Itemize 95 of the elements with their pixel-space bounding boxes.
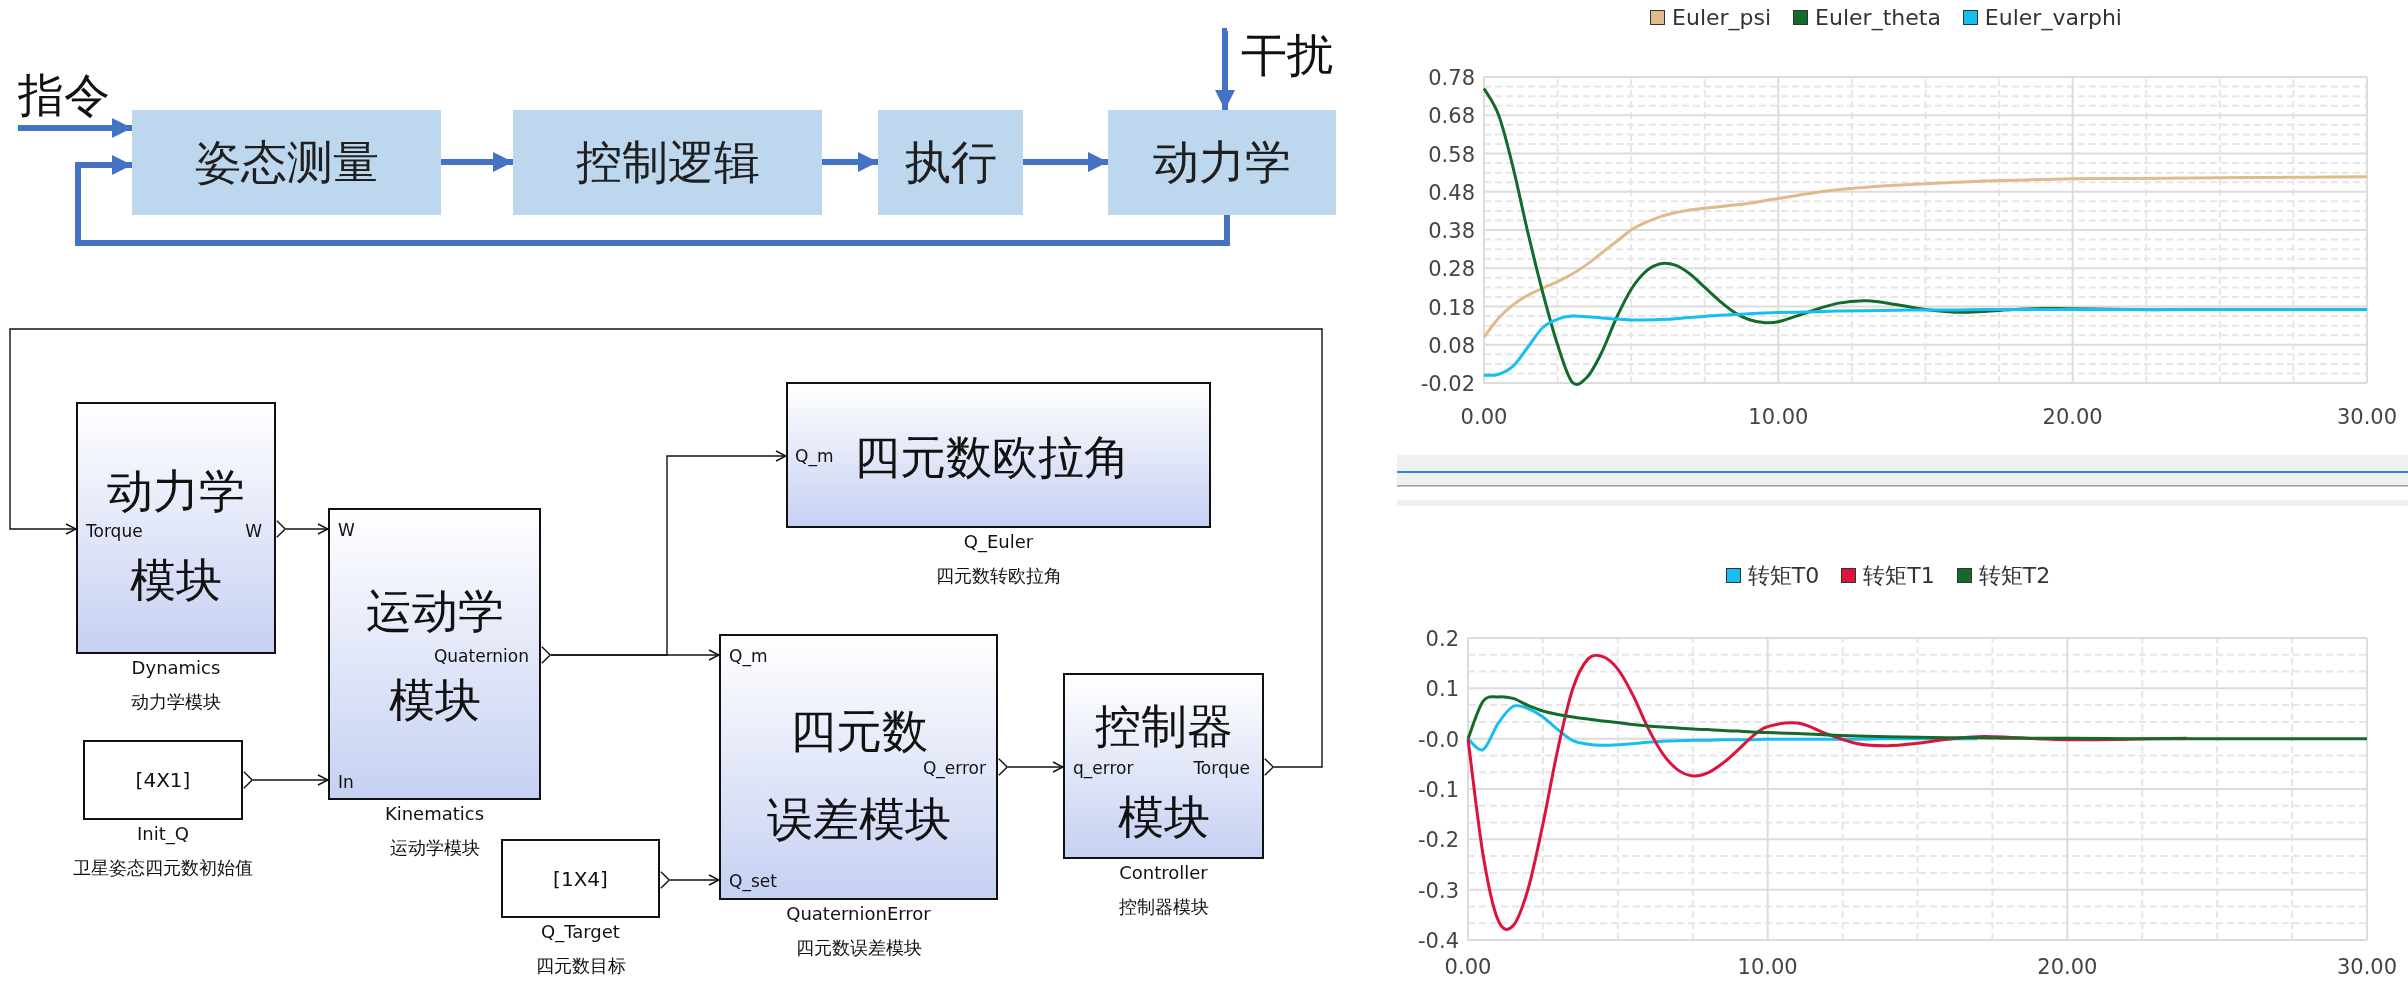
axis-tick-label: -0.4 bbox=[1418, 929, 1459, 953]
legend-label: Euler_psi bbox=[1672, 5, 1772, 31]
axis-tick-label: 0.38 bbox=[1428, 219, 1475, 243]
arrow bbox=[75, 155, 1230, 246]
axis-tick-label: 20.00 bbox=[2037, 955, 2098, 979]
block-caption: 四元数目标 bbox=[535, 955, 626, 977]
arrow bbox=[18, 118, 132, 138]
axis-tick-label: 0.78 bbox=[1428, 66, 1475, 90]
axis-tick-label: 30.00 bbox=[2336, 405, 2398, 429]
block-caption: 四元数转欧拉角 bbox=[935, 565, 1062, 587]
arrow bbox=[285, 523, 329, 535]
port-label: Torque bbox=[86, 522, 143, 542]
arrow bbox=[252, 774, 329, 786]
block-caption: 运动学模块 bbox=[389, 837, 480, 859]
port-label: Q_error bbox=[922, 759, 986, 779]
port-label: Q_set bbox=[729, 872, 777, 892]
process-box bbox=[1108, 110, 1336, 215]
box-label: 控制逻辑 bbox=[575, 136, 760, 189]
axis-tick-label: 10.00 bbox=[1748, 405, 1809, 429]
signal-label: 指令 bbox=[18, 70, 122, 130]
axis-tick-label: -0.02 bbox=[1420, 372, 1475, 396]
function-block bbox=[76, 402, 276, 654]
signal-label: 干扰 bbox=[1227, 24, 1341, 90]
arrow bbox=[822, 152, 878, 172]
block-title: 四元数欧拉角 bbox=[854, 430, 1130, 484]
constant-block bbox=[83, 740, 243, 820]
function-block bbox=[786, 382, 1211, 528]
function-block bbox=[1063, 673, 1264, 859]
axis-tick-label: -0.2 bbox=[1418, 828, 1459, 853]
axis-tick-label: 10.00 bbox=[1737, 955, 1798, 979]
legend-label: 转矩T2 bbox=[1978, 563, 2051, 589]
block-title: 误差模块 bbox=[766, 792, 951, 846]
arrow bbox=[1215, 28, 1235, 110]
block-name-label: Dynamics bbox=[131, 657, 221, 679]
legend-label: Euler_theta bbox=[1815, 5, 1941, 31]
arrow bbox=[1023, 152, 1108, 172]
port-label: q_error bbox=[1073, 759, 1134, 779]
arrow bbox=[441, 152, 513, 172]
axis-tick-label: 30.00 bbox=[2336, 955, 2398, 979]
process-box bbox=[878, 110, 1023, 215]
axis-tick-label: 0.48 bbox=[1428, 180, 1475, 205]
block-name-label: Controller bbox=[1119, 862, 1208, 884]
box-label: 执行 bbox=[904, 136, 997, 189]
axis-tick-label: 0.58 bbox=[1428, 142, 1475, 167]
block-title: 模块 bbox=[1117, 790, 1210, 844]
axis-tick-label: -0.3 bbox=[1418, 878, 1459, 903]
axis-tick-label: 0.08 bbox=[1428, 333, 1475, 358]
arrow bbox=[669, 874, 720, 886]
axis-tick-label: 0.2 bbox=[1425, 627, 1459, 651]
block-name-label: Q_Euler bbox=[963, 531, 1034, 553]
block-value: [1X4] bbox=[553, 867, 608, 891]
port-label: Q_m bbox=[795, 447, 834, 467]
arrow bbox=[550, 649, 720, 661]
port-label: W bbox=[245, 522, 262, 542]
block-title: 运动学 bbox=[365, 584, 504, 638]
function-block bbox=[328, 508, 541, 800]
block-caption: 控制器模块 bbox=[1118, 896, 1209, 918]
axis-tick-label: 0.00 bbox=[1460, 405, 1508, 429]
block-name-label: Init_Q bbox=[137, 823, 189, 845]
block-title: 控制器 bbox=[1094, 699, 1233, 753]
block-value: [4X1] bbox=[135, 768, 191, 792]
block-name-label: Q_Target bbox=[541, 921, 620, 943]
axis-tick-label: -0.1 bbox=[1418, 778, 1459, 802]
port-label: In bbox=[338, 773, 354, 793]
axis-tick-label: -0.0 bbox=[1418, 727, 1459, 752]
block-title: 模块 bbox=[388, 673, 481, 727]
arrow bbox=[9, 328, 1323, 768]
process-box bbox=[132, 110, 441, 215]
axis-tick-label: 0.1 bbox=[1425, 677, 1459, 702]
legend-label: 转矩T1 bbox=[1863, 563, 1935, 589]
port-label: W bbox=[338, 521, 355, 541]
box-label: 动力学 bbox=[1153, 136, 1291, 189]
port-label: Quaternion bbox=[433, 647, 529, 667]
block-title: 四元数 bbox=[789, 704, 928, 758]
constant-block bbox=[501, 839, 660, 918]
function-block bbox=[719, 634, 998, 900]
block-name-label: Kinematics bbox=[384, 803, 485, 825]
block-caption: 动力学模块 bbox=[131, 691, 221, 713]
axis-tick-label: 0.68 bbox=[1428, 104, 1475, 129]
box-label: 姿态测量 bbox=[194, 136, 379, 189]
block-name-label: QuaternionError bbox=[786, 903, 931, 925]
arrow bbox=[1007, 761, 1064, 773]
process-box bbox=[513, 110, 822, 215]
axis-tick-label: 0.00 bbox=[1444, 955, 1492, 979]
legend-label: Euler_varphi bbox=[1984, 5, 2122, 31]
axis-tick-label: 20.00 bbox=[2042, 405, 2103, 429]
port-label: Torque bbox=[1193, 759, 1250, 779]
block-title: 模块 bbox=[130, 553, 222, 607]
legend-label: 转矩T0 bbox=[1747, 563, 1820, 589]
block-caption: 四元数误差模块 bbox=[795, 937, 922, 959]
axis-tick-label: 0.18 bbox=[1428, 295, 1475, 320]
axis-tick-label: 0.28 bbox=[1428, 257, 1475, 282]
block-caption: 卫星姿态四元数初始值 bbox=[73, 857, 253, 879]
block-title: 动力学 bbox=[107, 464, 245, 518]
port-label: Q_m bbox=[729, 647, 768, 667]
